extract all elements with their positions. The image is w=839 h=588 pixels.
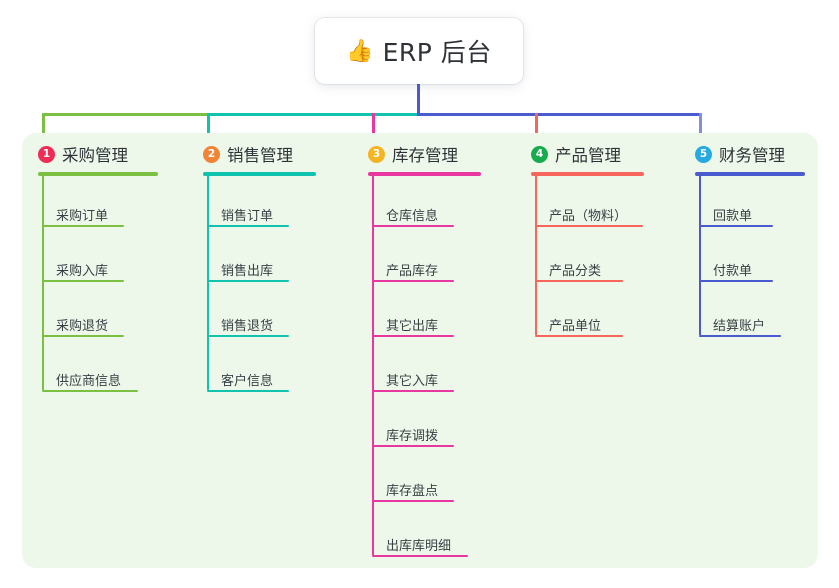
branch-item-label[interactable]: 回款单	[713, 209, 753, 224]
branch-item-rule	[699, 335, 781, 337]
branch-header-5[interactable]: 5 财务管理	[695, 142, 785, 166]
branch-item-rule	[207, 280, 289, 282]
root-title: ERP 后台	[382, 38, 492, 67]
branch-item-label[interactable]: 产品（物料）	[549, 209, 628, 224]
branch-header-3[interactable]: 3 库存管理	[368, 142, 458, 166]
branch-item-rule	[207, 335, 289, 337]
branch-item-label[interactable]: 销售出库	[221, 264, 274, 279]
bus-segment-2	[207, 113, 420, 116]
branch-number-badge: 3	[368, 145, 385, 163]
branch-column-1: 1 采购管理采购订单采购入库采购退货供应商信息	[38, 133, 198, 568]
branch-header-rule	[695, 172, 805, 176]
bus-segment-1	[42, 113, 208, 116]
branch-item-rule	[42, 335, 124, 337]
branch-item-rule	[372, 225, 454, 227]
branch-column-2: 2 销售管理销售订单销售出库销售退货客户信息	[203, 133, 363, 568]
branch-spine	[42, 174, 44, 390]
branch-item-label[interactable]: 采购退货	[56, 319, 109, 334]
branch-item-label[interactable]: 采购订单	[56, 209, 109, 224]
bus-segment-3	[417, 113, 701, 116]
branch-header-2[interactable]: 2 销售管理	[203, 142, 293, 166]
branch-item-rule	[372, 335, 454, 337]
branch-column-3: 3 库存管理仓库信息产品库存其它出库其它入库库存调拨库存盘点出库库明细	[368, 133, 528, 568]
branch-item-rule	[372, 390, 454, 392]
branch-header-rule	[203, 172, 316, 176]
branch-item-label[interactable]: 仓库信息	[386, 209, 439, 224]
branch-item-label[interactable]: 出库库明细	[386, 539, 452, 554]
root-node[interactable]: 👍 ERP 后台	[315, 18, 523, 84]
branch-item-rule	[42, 390, 138, 392]
branch-item-label[interactable]: 库存盘点	[386, 484, 439, 499]
branch-item-rule	[372, 280, 454, 282]
branch-item-label[interactable]: 客户信息	[221, 374, 274, 389]
thumbs-up-icon: 👍	[346, 39, 374, 64]
branch-header-rule	[531, 172, 644, 176]
branch-title: 销售管理	[227, 146, 293, 165]
branch-spine	[372, 174, 374, 555]
branch-number-badge: 5	[695, 145, 712, 163]
branch-spine	[535, 174, 537, 335]
branch-title: 采购管理	[62, 146, 128, 165]
branch-item-label[interactable]: 付款单	[713, 264, 753, 279]
branch-header-rule	[38, 172, 158, 176]
branch-item-rule	[535, 335, 623, 337]
branch-item-rule	[699, 280, 773, 282]
branch-item-label[interactable]: 产品单位	[549, 319, 602, 334]
branch-title: 财务管理	[719, 146, 785, 165]
branch-spine	[207, 174, 209, 390]
branch-title: 库存管理	[392, 146, 458, 165]
branch-header-4[interactable]: 4 产品管理	[531, 142, 621, 166]
branch-item-rule	[207, 225, 289, 227]
branches-panel	[22, 133, 818, 568]
branch-item-rule	[699, 225, 773, 227]
branch-item-label[interactable]: 其它入库	[386, 374, 439, 389]
branch-title: 产品管理	[555, 146, 621, 165]
branch-item-rule	[372, 500, 454, 502]
branch-item-rule	[42, 280, 124, 282]
branch-number-badge: 2	[203, 145, 220, 163]
branch-item-label[interactable]: 采购入库	[56, 264, 109, 279]
branch-spine	[699, 174, 701, 335]
branch-column-4: 4 产品管理产品（物料） 产品分类产品单位	[531, 133, 691, 568]
branch-number-badge: 4	[531, 145, 548, 163]
branch-item-label[interactable]: 产品库存	[386, 264, 439, 279]
branch-item-rule	[535, 225, 643, 227]
branch-item-label[interactable]: 库存调拨	[386, 429, 439, 444]
branch-item-rule	[207, 390, 289, 392]
branch-item-rule	[535, 280, 623, 282]
branch-number-badge: 1	[38, 145, 55, 163]
branch-item-label[interactable]: 销售退货	[221, 319, 274, 334]
branch-item-label[interactable]: 结算账户	[713, 319, 766, 334]
branch-item-label[interactable]: 其它出库	[386, 319, 439, 334]
branch-header-1[interactable]: 1 采购管理	[38, 142, 128, 166]
branch-item-rule	[372, 445, 454, 447]
branch-item-rule	[42, 225, 124, 227]
branch-header-rule	[368, 172, 481, 176]
branch-item-label[interactable]: 销售订单	[221, 209, 274, 224]
branch-item-rule	[372, 555, 468, 557]
branch-column-5: 5 财务管理回款单付款单结算账户	[695, 133, 835, 568]
branch-item-label[interactable]: 供应商信息	[56, 374, 122, 389]
root-stem-line	[417, 84, 420, 116]
branch-item-label[interactable]: 产品分类	[549, 264, 602, 279]
